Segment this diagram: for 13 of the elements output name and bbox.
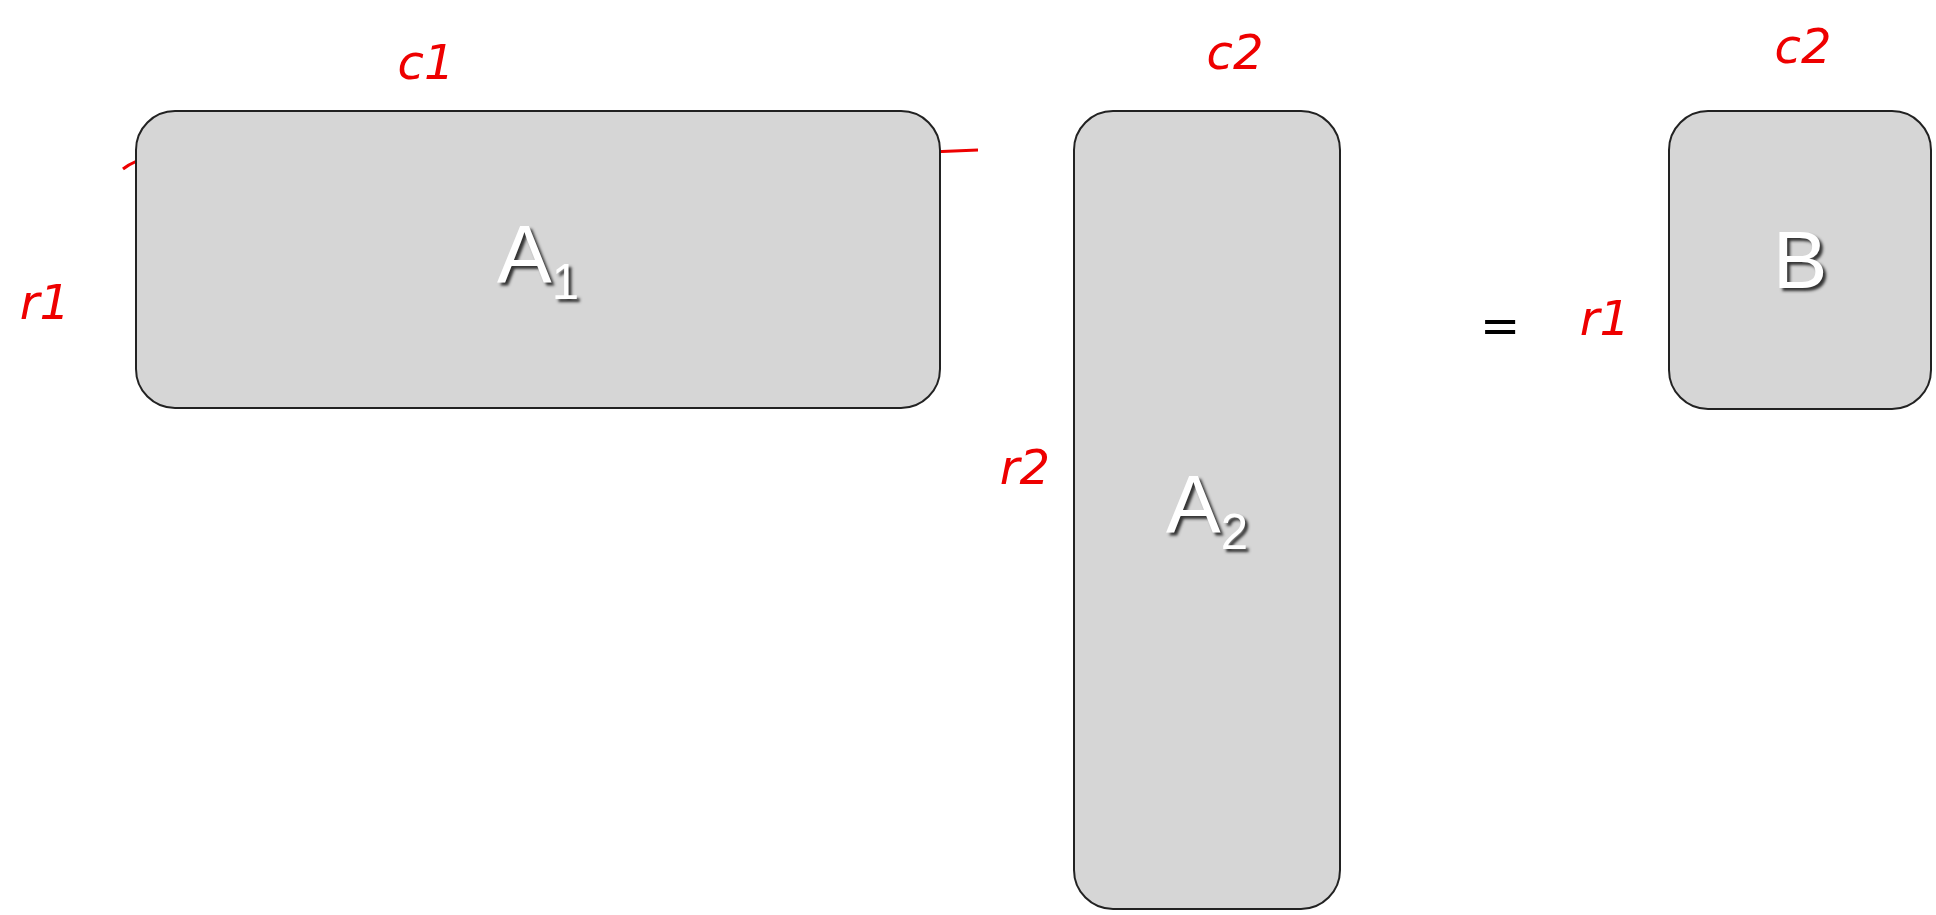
dimension-label: r1 [19, 274, 71, 330]
dimension-label: r1 [1579, 290, 1631, 346]
matrix-name: B [1772, 219, 1828, 301]
dimension-label: c2 [1206, 24, 1264, 80]
dimension-label: c1 [397, 34, 455, 90]
dimension-label: c2 [1774, 18, 1832, 74]
matrix-box [1073, 110, 1341, 910]
dimension-label: r2 [999, 439, 1051, 495]
matrix-name: A$_{2}$ [1165, 463, 1249, 557]
matrix-box [135, 110, 941, 409]
matrix-name: A$_{1}$ [496, 212, 580, 307]
matrix-box [1668, 110, 1932, 410]
equals-sign: = [1479, 297, 1521, 353]
